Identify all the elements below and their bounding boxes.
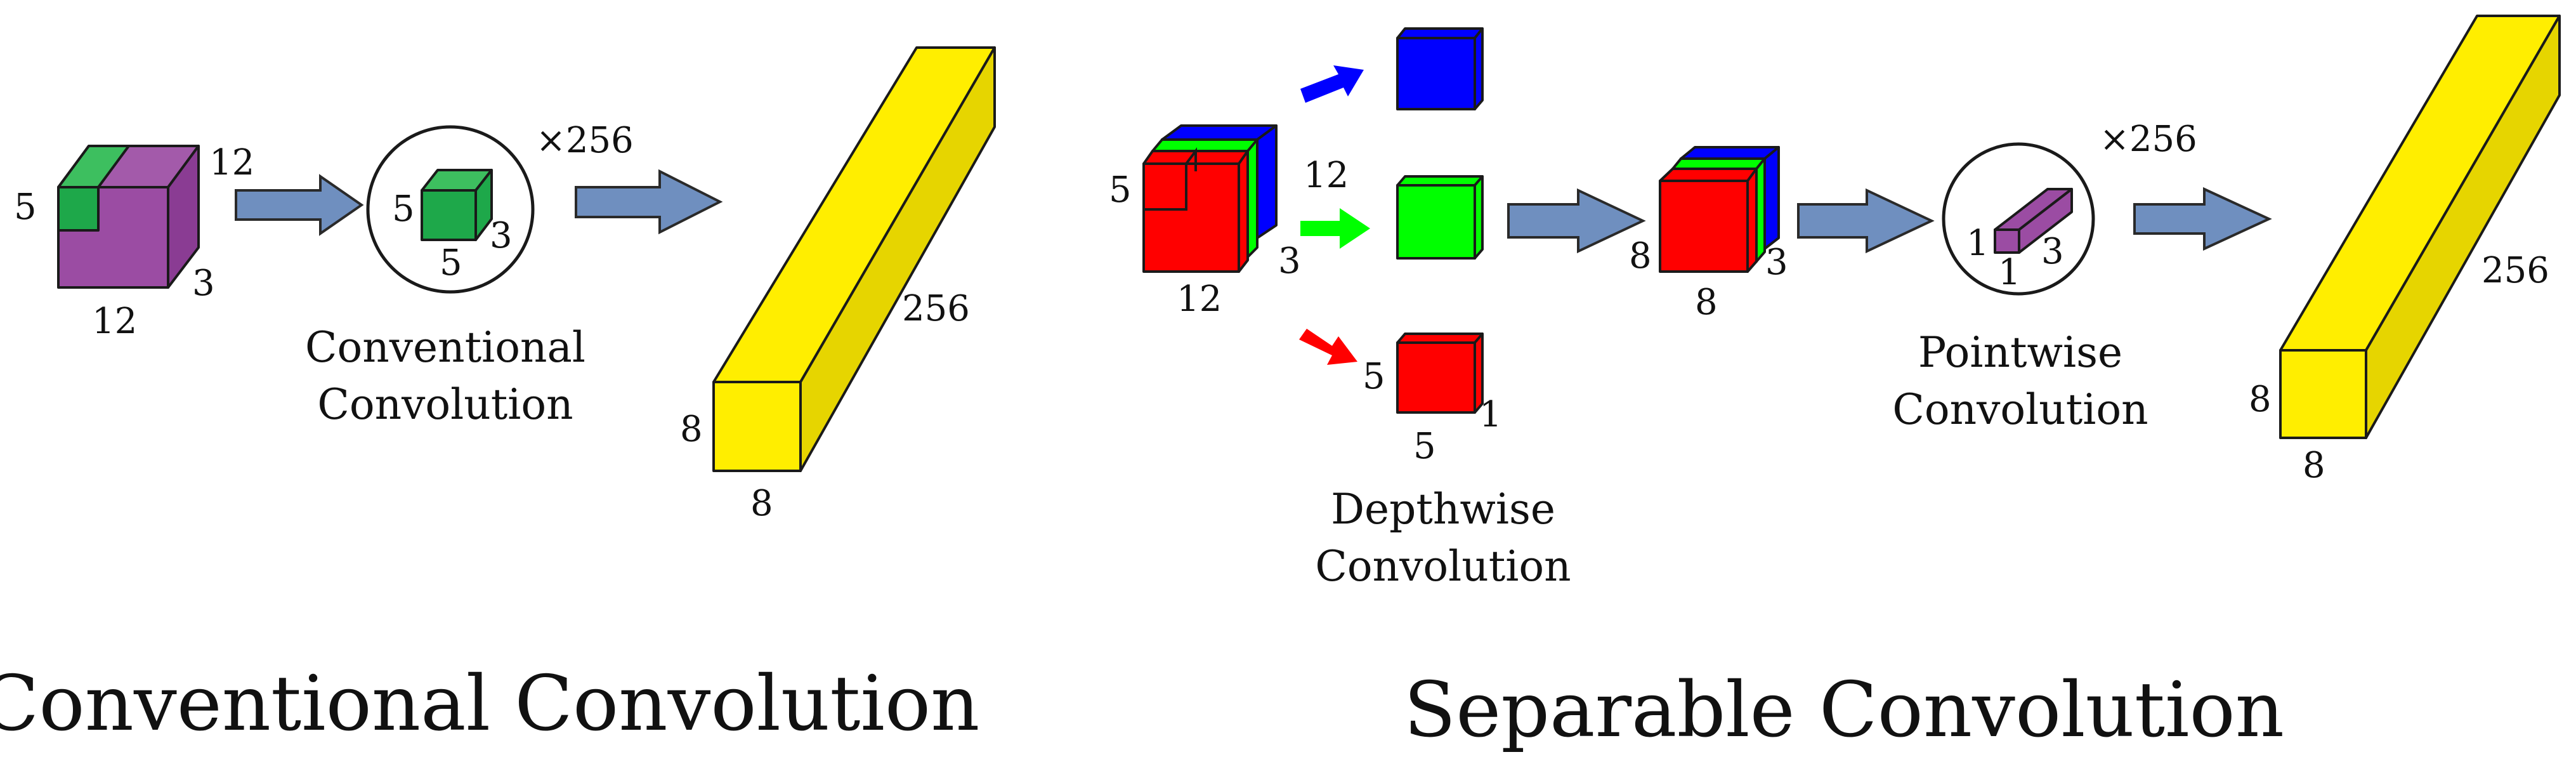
sep-output-length-label: 256	[2481, 250, 2549, 291]
pointwise-width-label: 1	[1998, 252, 2021, 293]
kernel-cube-side	[474, 169, 493, 241]
kernel-footprint-top	[57, 145, 130, 188]
conventional-section: 5 12 3 12 5 5 3 ×256 Conventional Convol…	[0, 46, 996, 748]
flow-arrow	[575, 169, 723, 235]
red-kernel-side	[1474, 333, 1484, 414]
separable-title: Separable Convolution	[1404, 666, 2284, 755]
conventional-kernel-cube	[421, 169, 493, 241]
conventional-input-volume	[57, 145, 200, 289]
pointwise-caption-line1: Pointwise	[1918, 328, 2122, 377]
depthwise-kernel-green	[1396, 175, 1484, 260]
intermediate-height-label: 8	[1629, 235, 1652, 277]
intermediate-red-front	[1659, 180, 1749, 273]
intermediate-depth-label: 3	[1765, 242, 1788, 283]
depthwise-depth-label: 1	[1479, 394, 1502, 435]
kernel-window-outline	[1144, 164, 1187, 211]
intermediate-blue-side	[1763, 146, 1780, 250]
separable-section: 5 12 3 12 5 5 1 Depthwise Convolution	[1109, 15, 2561, 755]
green-kernel-side	[1474, 175, 1484, 260]
sep-input-width-label: 12	[1304, 155, 1349, 196]
separable-output-volume	[2279, 15, 2561, 439]
kernel-cube-front	[421, 189, 477, 241]
green-kernel-top	[1396, 175, 1484, 187]
flow-arrow	[1507, 188, 1646, 254]
sep-output-height-label: 8	[2249, 379, 2272, 420]
output-front	[712, 381, 802, 472]
sep-output-width-label: 8	[2303, 445, 2325, 486]
output-width-label: 8	[750, 483, 773, 524]
pointwise-multiplier: ×256	[2100, 119, 2197, 160]
green-channel-arrow	[1300, 208, 1370, 249]
pointwise-kernel-side	[2018, 188, 2073, 254]
intermediate-green-top	[1671, 157, 1766, 170]
input-red-side	[1238, 150, 1249, 273]
input-red-front	[1142, 162, 1240, 273]
kernel-width-label: 5	[440, 242, 462, 284]
input-bottom-label: 12	[92, 301, 137, 342]
separable-input-volume	[1142, 124, 1278, 273]
flow-arrow	[1797, 188, 1935, 254]
blue-kernel-top	[1396, 27, 1484, 39]
output-side	[799, 46, 996, 472]
pointwise-caption-line2: Convolution	[1892, 385, 2148, 434]
kernel-height-label: 5	[392, 188, 415, 230]
red-kernel-top	[1396, 333, 1484, 344]
intermediate-volume	[1659, 146, 1780, 273]
output-length-label: 256	[902, 288, 970, 329]
input-volume-side	[167, 145, 200, 289]
sep-output-side	[2365, 15, 2561, 439]
intermediate-blue-top	[1680, 146, 1780, 160]
kernel-multiplier: ×256	[536, 120, 634, 161]
kernel-caption-line1: Conventional	[305, 323, 585, 372]
depthwise-kernel-red	[1396, 333, 1484, 414]
input-height-label: 5	[14, 187, 37, 228]
kernel-footprint-front	[57, 186, 100, 232]
kernel-depth-label: 3	[490, 215, 513, 256]
intermediate-width-label: 8	[1695, 282, 1718, 323]
green-kernel-front	[1396, 184, 1476, 260]
blue-kernel-side	[1474, 27, 1484, 110]
depthwise-kernel-blue	[1396, 27, 1484, 110]
sep-input-bottom-label: 12	[1177, 279, 1222, 320]
pointwise-height-label: 1	[1966, 223, 1989, 264]
input-width-label: 12	[209, 142, 254, 183]
output-height-label: 8	[680, 409, 703, 450]
blue-kernel-front	[1396, 37, 1476, 110]
intermediate-red-top	[1659, 168, 1758, 182]
pointwise-depth-label: 3	[2041, 231, 2064, 272]
depthwise-caption-line1: Depthwise	[1331, 485, 1555, 534]
depthwise-width-label: 5	[1413, 426, 1436, 467]
input-depth-label: 3	[192, 263, 215, 304]
red-channel-arrow	[1299, 329, 1357, 365]
red-kernel-front	[1396, 341, 1476, 414]
sep-input-depth-label: 3	[1278, 241, 1301, 282]
blue-channel-arrow	[1300, 65, 1364, 103]
kernel-caption-line2: Convolution	[317, 380, 573, 429]
input-blue-side	[1256, 124, 1278, 239]
pointwise-kernel-front	[1994, 228, 2020, 254]
pointwise-kernel	[1994, 188, 2073, 254]
input-green-side	[1246, 138, 1259, 258]
flow-arrow	[2133, 187, 2272, 251]
input-green-top	[1151, 138, 1259, 152]
depthwise-caption-line2: Convolution	[1315, 542, 1571, 591]
conventional-output-volume	[712, 46, 996, 472]
flow-arrow	[235, 174, 364, 236]
kernel-window-outline-top	[1185, 147, 1197, 171]
sep-output-front	[2279, 349, 2367, 439]
intermediate-red-side	[1746, 168, 1758, 273]
conventional-title: Conventional Convolution	[0, 660, 979, 748]
sep-input-height-label: 5	[1109, 169, 1132, 211]
depthwise-height-label: 5	[1363, 356, 1385, 397]
